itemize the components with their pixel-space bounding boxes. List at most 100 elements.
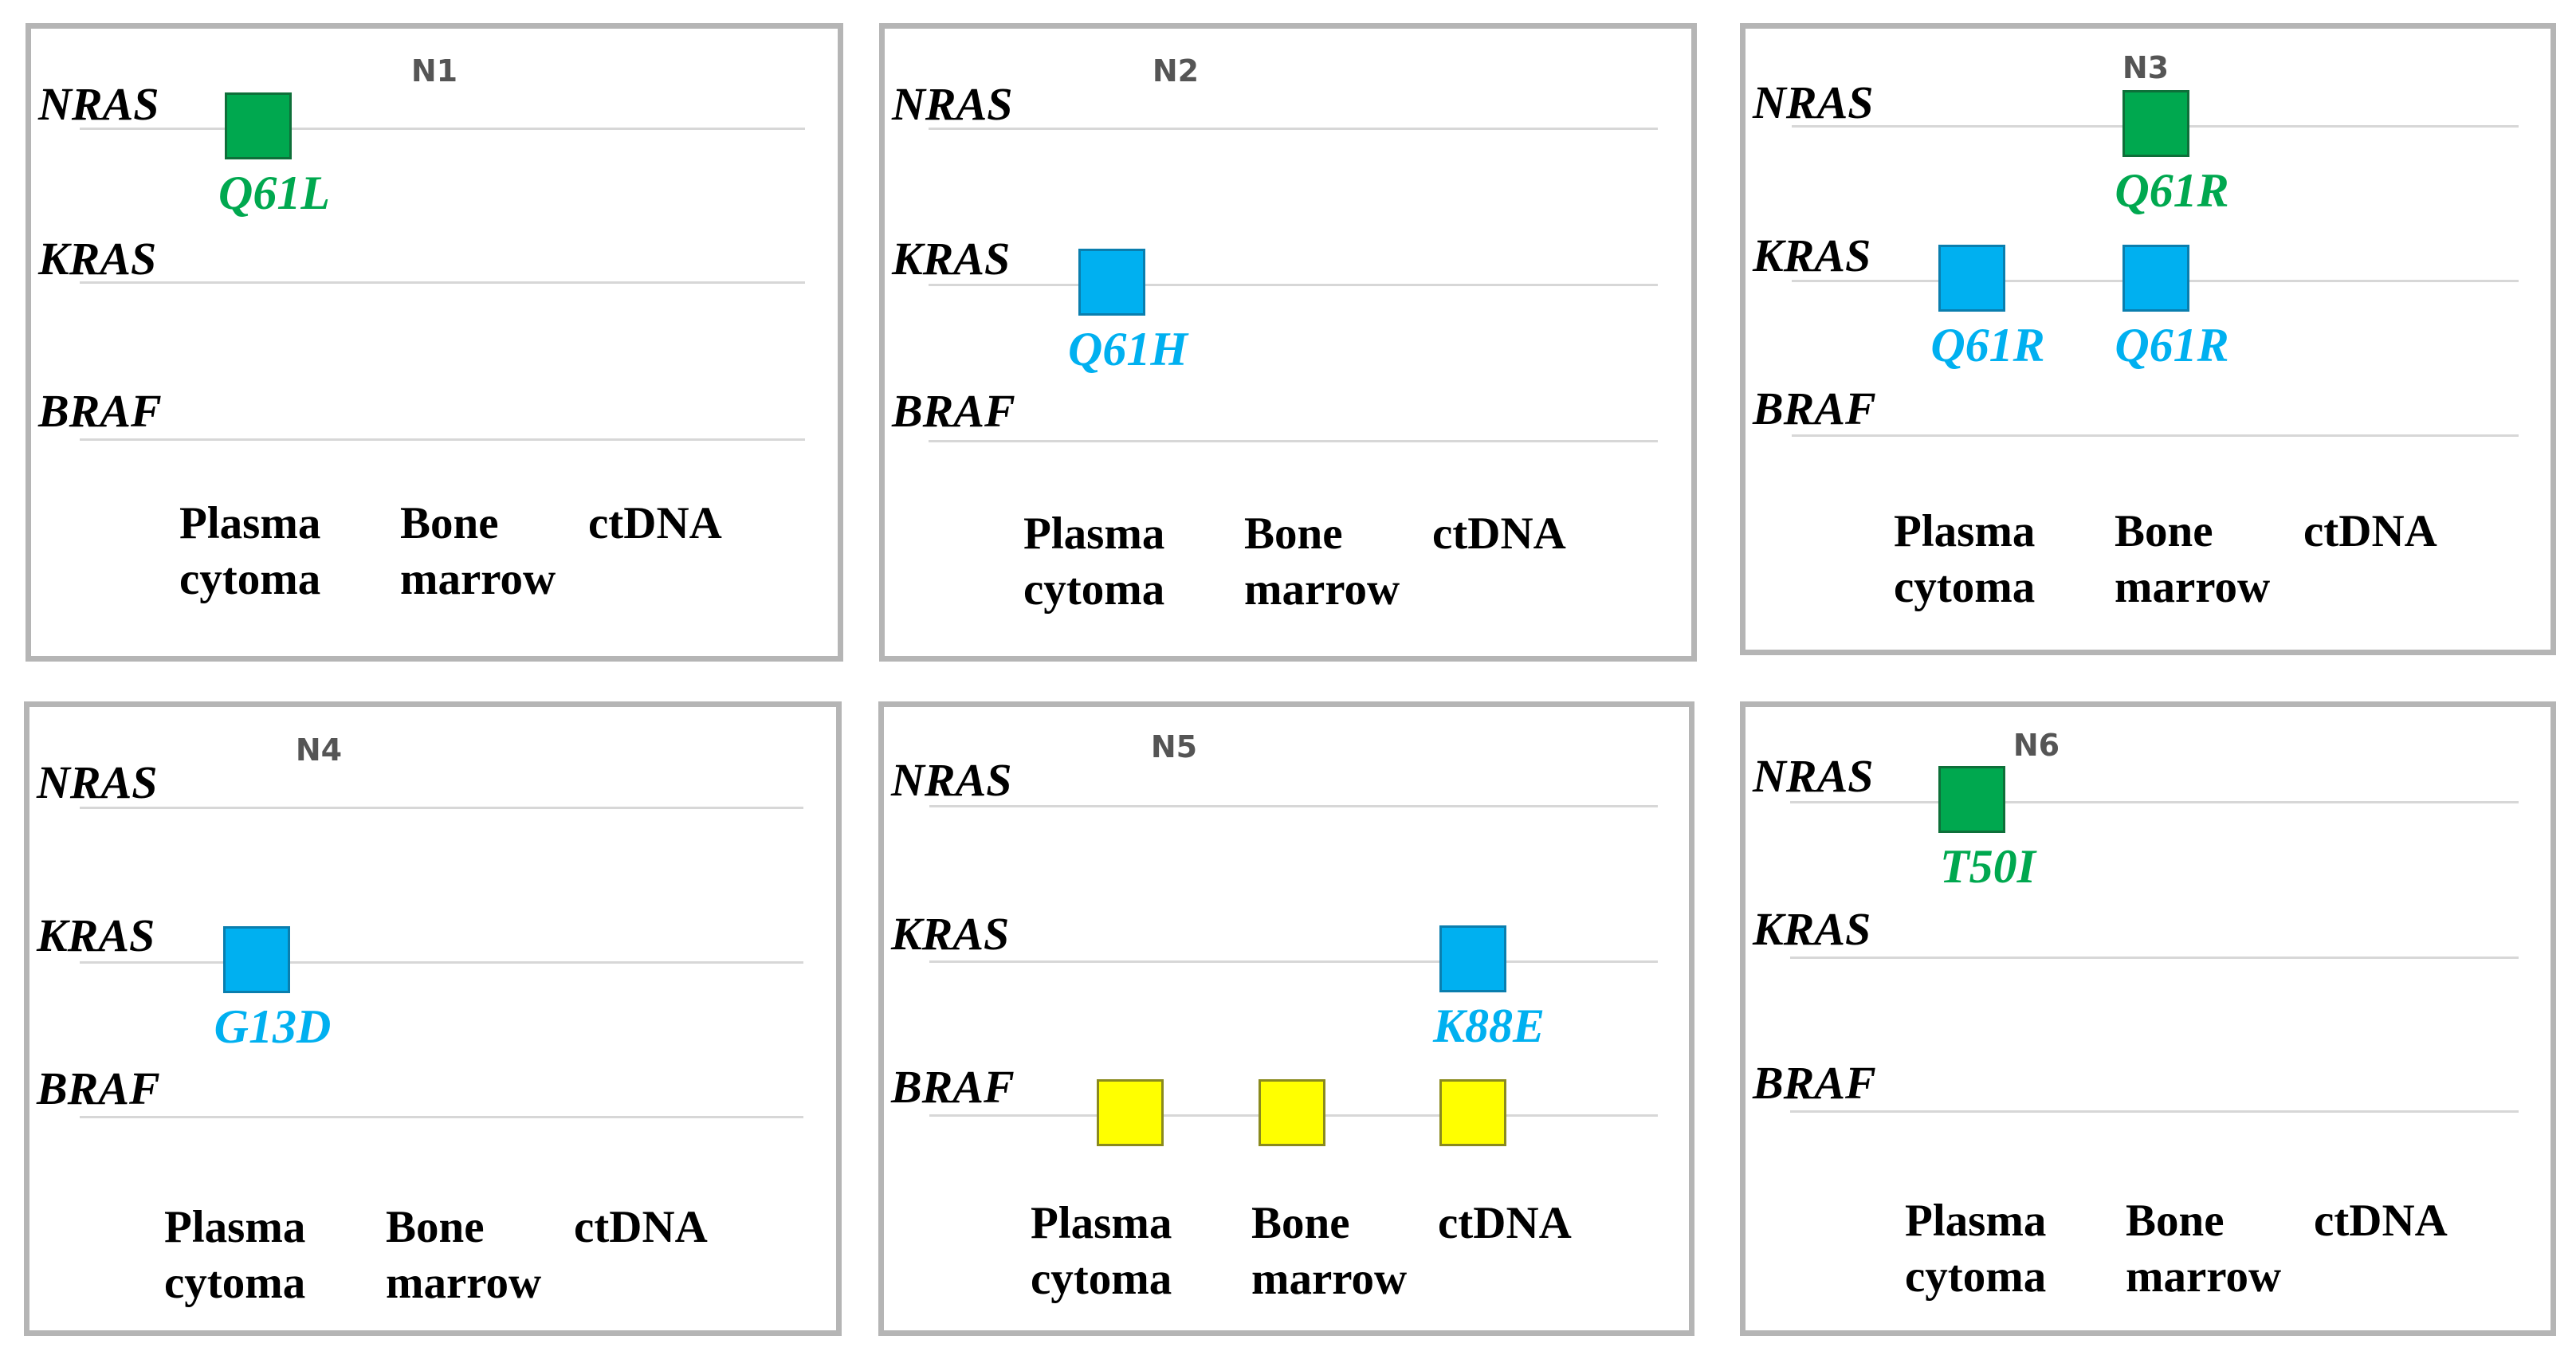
gene-label-nras: NRAS [1753,750,1874,802]
gene-label-kras: KRAS [37,909,155,961]
column-label-line1: Bone [2115,506,2213,556]
column-label-line1: Plasma [1023,509,1165,559]
mutation-label: K88E [1432,1000,1545,1052]
gene-label-kras: KRAS [1753,230,1871,281]
column-label-line1: ctDNA [1432,509,1566,559]
column-label-line2: cytoma [1905,1251,2047,1302]
panel-n6 [1740,701,2556,1336]
gene-row-line [929,128,1658,130]
gene-label-kras: KRAS [891,908,1010,960]
gene-row-line [1790,956,2519,959]
gene-label-braf: BRAF [37,1063,160,1114]
mutation-marker-braf [1097,1079,1164,1146]
column-label-plasma-cytoma: Plasma cytoma [179,496,320,607]
panel-id-label: N1 [410,53,458,88]
gene-label-nras: NRAS [891,754,1012,806]
column-label-line2: marrow [1244,564,1400,615]
gene-row-line [929,805,1658,807]
gene-row-line [1790,801,2519,803]
column-label-line1: Plasma [1031,1198,1172,1248]
column-label-ctdna: ctDNA [2314,1193,2448,1249]
column-label-line1: Bone [386,1202,485,1252]
gene-row-line [1792,434,2519,437]
gene-row-line [929,960,1658,963]
mutation-marker-kras [223,926,290,993]
column-label-line1: Plasma [1894,506,2036,556]
gene-row-line [80,438,805,441]
column-label-line1: Bone [2126,1196,2225,1246]
gene-row-line [1790,1110,2519,1113]
panel-id-label: N6 [2012,728,2060,763]
column-label-line1: Bone [1244,509,1343,559]
gene-row-line [80,128,805,130]
gene-row-line [80,961,803,964]
column-label-line2: marrow [400,554,556,604]
column-label-bone-marrow: Bone marrow [386,1200,541,1311]
mutation-label: Q61H [1068,323,1188,375]
mutation-label: G13D [214,1000,332,1053]
gene-row-line [80,281,805,284]
column-label-line2: cytoma [1023,564,1165,615]
column-label-line1: ctDNA [574,1202,708,1252]
mutation-marker-kras [1439,925,1506,992]
column-label-line1: Plasma [179,498,321,548]
gene-label-braf: BRAF [891,1061,1015,1113]
column-label-bone-marrow: Bone marrow [2115,504,2270,615]
column-label-bone-marrow: Bone marrow [400,496,556,607]
column-label-plasma-cytoma: Plasma cytoma [1894,504,2035,615]
mutation-marker-nras [2122,90,2189,157]
column-label-line1: Bone [400,498,499,548]
gene-row-line [929,440,1658,442]
gene-label-kras: KRAS [38,233,157,285]
column-label-ctdna: ctDNA [588,496,722,552]
panel-id-label: N4 [295,733,343,768]
mutation-marker-kras [2122,245,2189,312]
gene-label-nras: NRAS [1753,77,1874,128]
column-label-line2: cytoma [179,554,321,604]
gene-label-braf: BRAF [1753,383,1876,434]
gene-row-line [929,284,1658,286]
gene-label-braf: BRAF [892,385,1015,437]
mutation-marker-braf [1259,1079,1325,1146]
mutation-marker-kras [1938,245,2005,312]
column-label-line1: ctDNA [1438,1198,1572,1248]
mutation-label: Q61R [2115,319,2229,371]
column-label-ctdna: ctDNA [2303,504,2437,560]
column-label-line1: ctDNA [588,498,722,548]
mutation-label: Q61R [2115,164,2229,217]
column-label-line1: ctDNA [2303,506,2437,556]
gene-label-braf: BRAF [38,385,162,437]
column-label-ctdna: ctDNA [1438,1196,1572,1251]
column-label-line1: Plasma [1905,1196,2047,1246]
column-label-ctdna: ctDNA [574,1200,708,1255]
column-label-line2: marrow [2126,1251,2282,1302]
gene-label-kras: KRAS [1753,903,1871,955]
gene-row-line [80,807,803,809]
column-label-line2: marrow [386,1258,542,1308]
mutation-marker-nras [1938,766,2005,833]
gene-label-kras: KRAS [892,233,1011,285]
mutation-marker-kras [1078,249,1145,316]
column-label-plasma-cytoma: Plasma cytoma [1031,1196,1172,1307]
column-label-line1: Bone [1251,1198,1350,1248]
column-label-line2: cytoma [164,1258,306,1308]
column-label-line2: cytoma [1894,562,2036,612]
gene-label-nras: NRAS [37,756,158,808]
mutation-label: T50I [1940,840,2036,893]
column-label-line2: cytoma [1031,1254,1172,1304]
panel-id-label: N5 [1150,729,1198,764]
gene-label-nras: NRAS [892,78,1013,130]
mutation-label: Q61L [218,167,330,219]
gene-row-line [80,1116,803,1118]
column-label-line2: marrow [2115,562,2271,612]
column-label-line2: marrow [1251,1254,1408,1304]
mutation-marker-braf [1439,1079,1506,1146]
panel-id-label: N3 [2122,50,2170,85]
gene-label-braf: BRAF [1753,1057,1876,1109]
